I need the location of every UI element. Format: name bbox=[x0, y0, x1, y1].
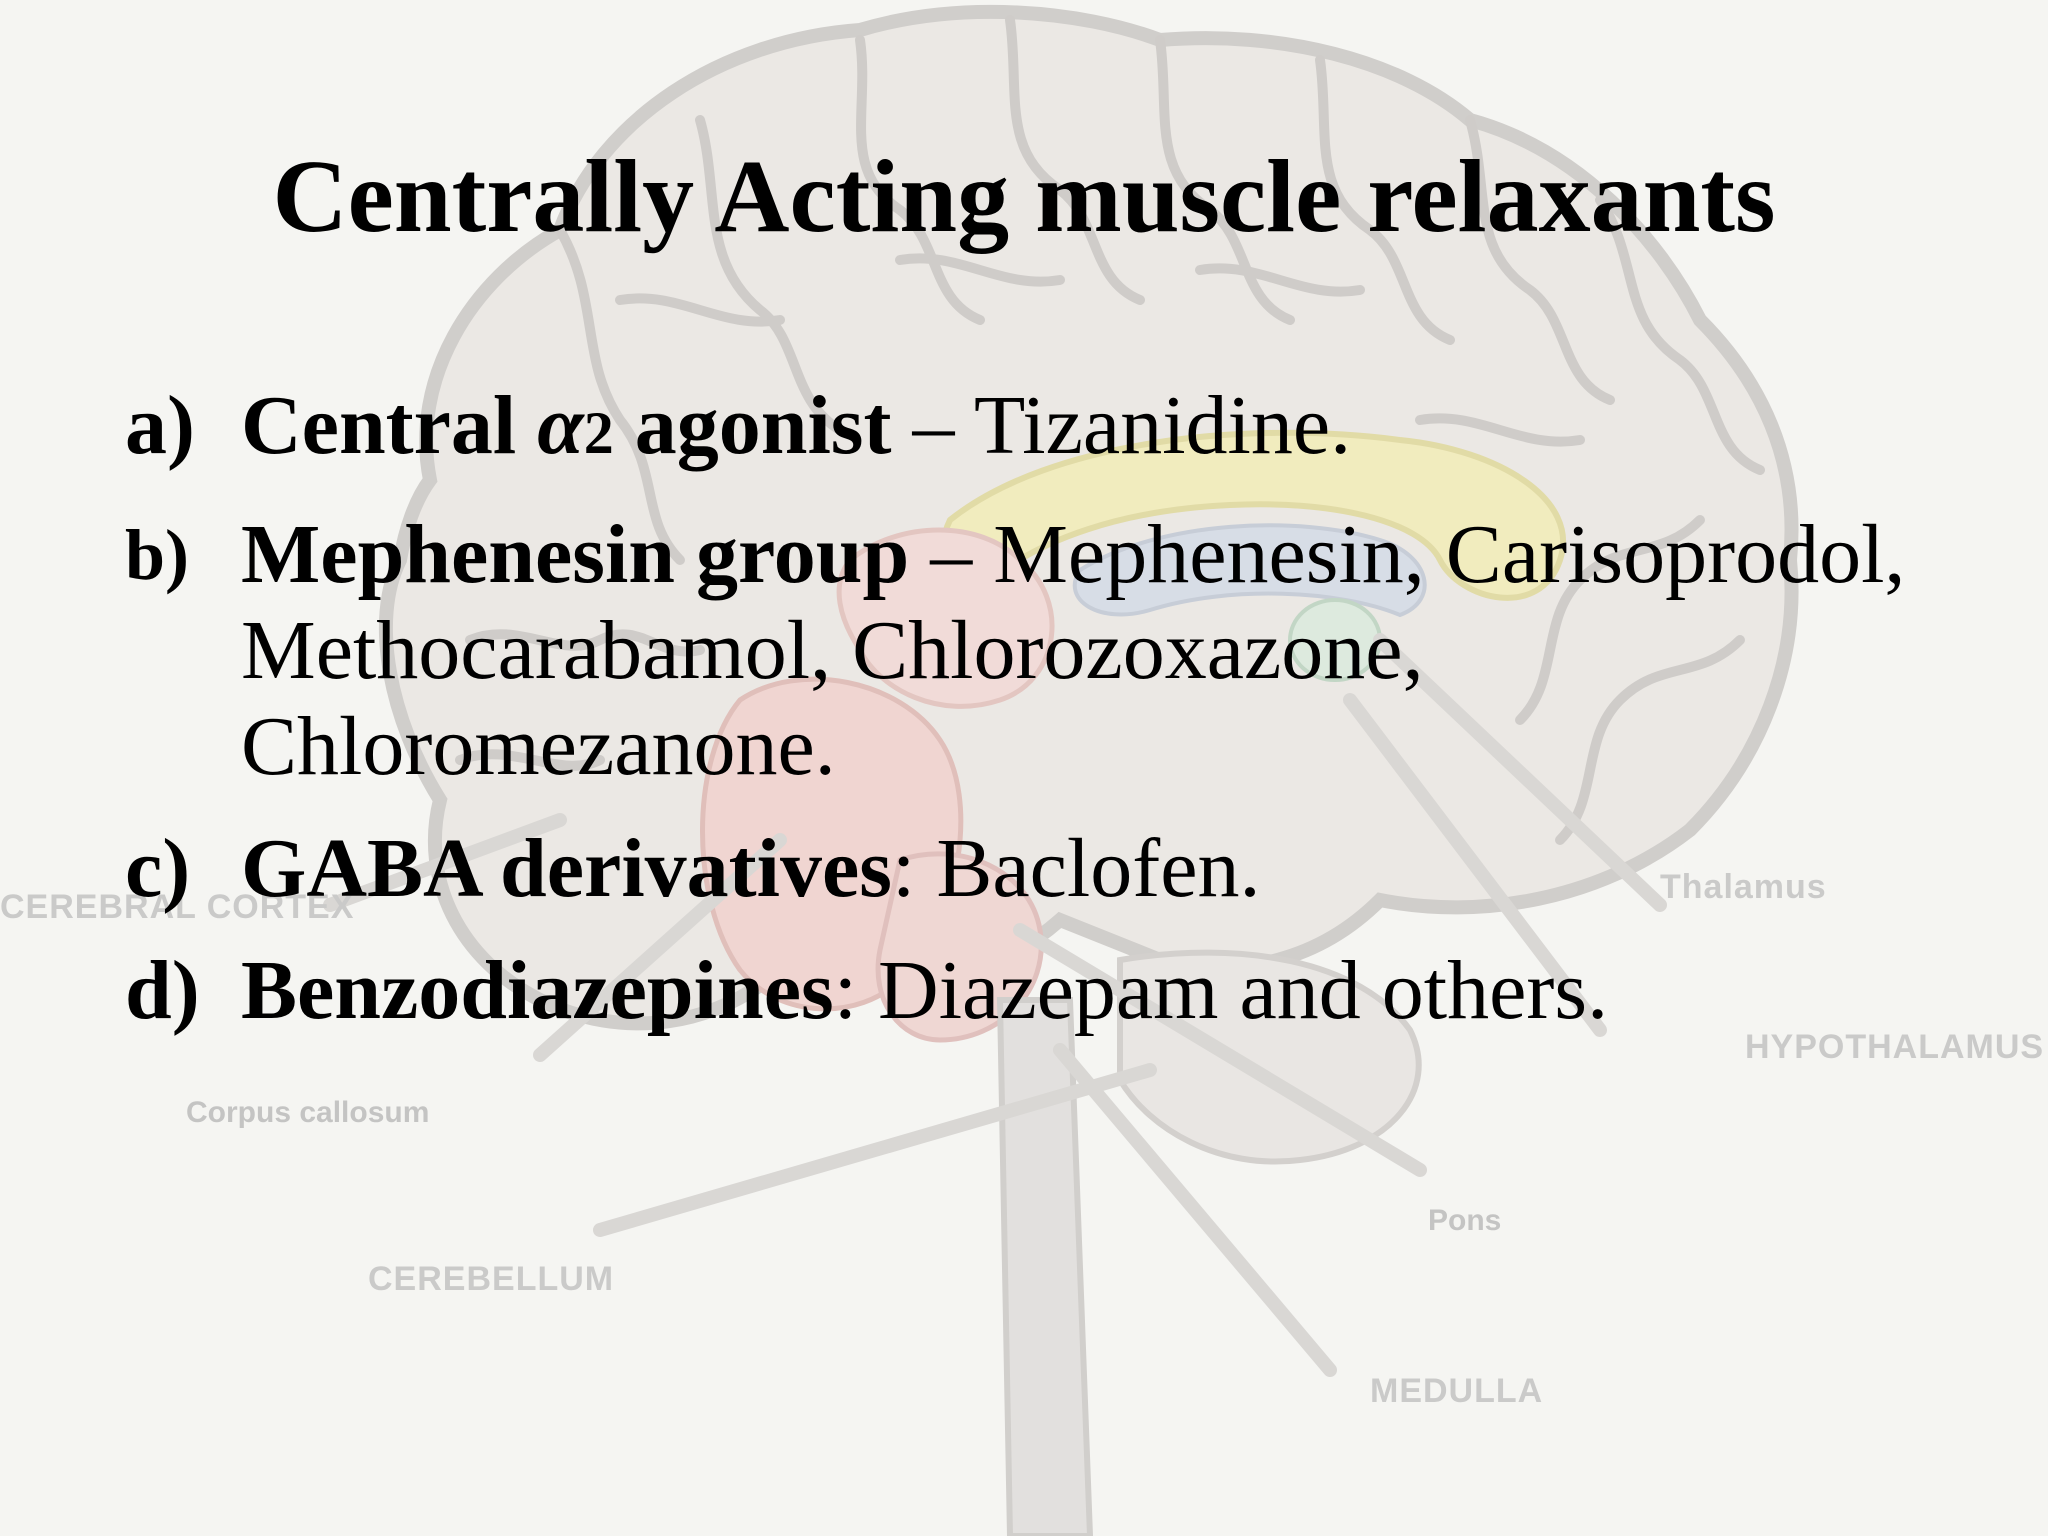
slide-title: Centrally Acting muscle relaxants bbox=[272, 139, 1776, 254]
label-medulla: MEDULLA bbox=[1370, 1372, 1543, 1410]
label-corpus-callosum: Corpus callosum bbox=[186, 1096, 429, 1129]
drug-examples: Tizanidine. bbox=[973, 379, 1352, 472]
cerebellum-shape bbox=[1117, 949, 1422, 1165]
ventricle-shape bbox=[1072, 523, 1427, 618]
thalamus-shape bbox=[836, 527, 1055, 709]
alpha-subscript: 2 bbox=[583, 400, 614, 466]
drug-class-term: Mephenesin group bbox=[241, 508, 910, 601]
drug-class-term: GABA derivatives bbox=[241, 822, 892, 915]
drug-examples: Baclofen. bbox=[936, 822, 1261, 915]
list-marker: d) bbox=[125, 944, 200, 1037]
term-prefix: Central bbox=[241, 379, 538, 472]
list-marker: a) bbox=[125, 379, 195, 472]
drug-class-term: Central α2 agonist bbox=[241, 379, 891, 472]
list-item: b) Mephenesin group – Mephenesin, Cariso… bbox=[125, 507, 2005, 795]
list-item: d) Benzodiazepines: Diazepam and others. bbox=[125, 943, 2005, 1039]
separator: : bbox=[891, 822, 937, 915]
corpus-callosum-shape bbox=[940, 429, 1567, 601]
list-marker: c) bbox=[125, 822, 191, 915]
term-suffix: agonist bbox=[613, 379, 892, 472]
label-cerebellum: CEREBELLUM bbox=[368, 1260, 614, 1298]
drug-examples: Diazepam and others. bbox=[878, 944, 1609, 1037]
gyri-lines bbox=[455, 15, 1765, 845]
list-marker: b) bbox=[125, 515, 190, 595]
label-cerebral-cortex: CEREBRAL CORTEX bbox=[0, 888, 354, 926]
separator: : bbox=[833, 944, 879, 1037]
drug-examples: Mephenesin, Carisoprodol, Methocarabamol… bbox=[241, 508, 1906, 793]
brainstem-shape bbox=[996, 997, 1094, 1536]
separator: – bbox=[909, 508, 994, 601]
label-thalamus: Thalamus bbox=[1660, 868, 1827, 906]
label-pons: Pons bbox=[1428, 1204, 1501, 1237]
label-hypothalamus: HYPOTHALAMUS bbox=[1745, 1028, 2044, 1066]
list-item: c) GABA derivatives: Baclofen. bbox=[125, 821, 2005, 917]
list-item: a) Central α2 agonist – Tizanidine. bbox=[125, 378, 2005, 481]
drug-class-term: Benzodiazepines bbox=[241, 944, 834, 1037]
separator: – bbox=[891, 379, 974, 472]
drug-class-list: a) Central α2 agonist – Tizanidine. b) M… bbox=[125, 378, 2005, 1065]
label-pointer-lines bbox=[323, 633, 1667, 1377]
alpha-symbol: α bbox=[537, 379, 584, 472]
